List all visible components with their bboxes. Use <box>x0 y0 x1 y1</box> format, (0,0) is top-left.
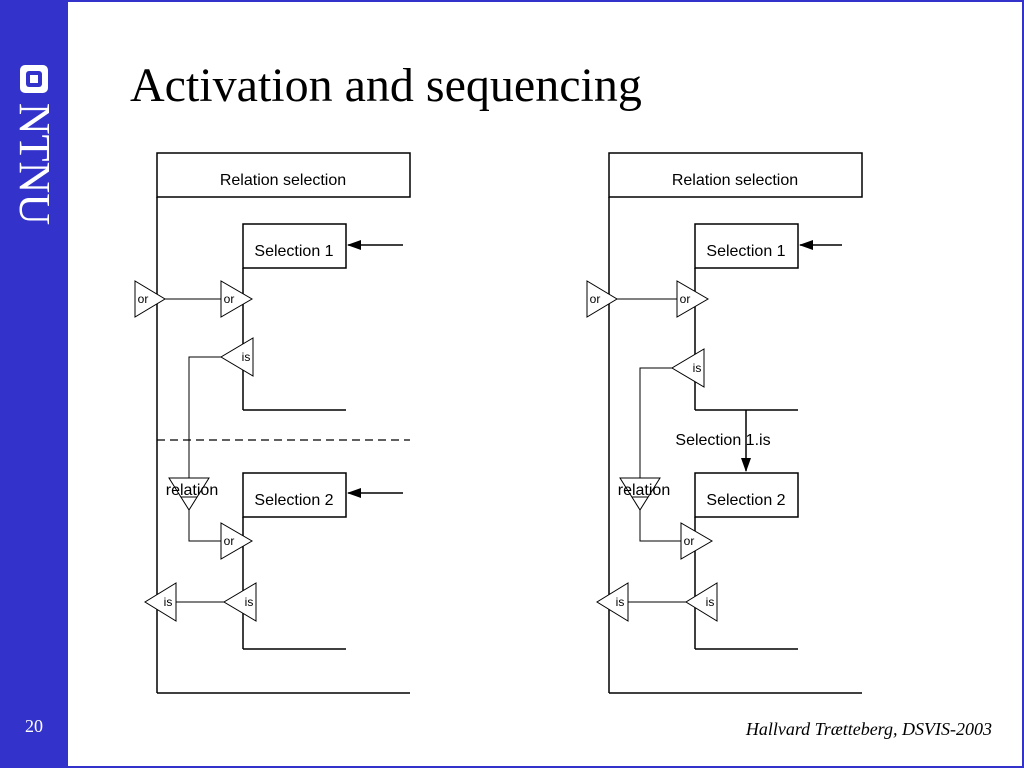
right-is-gate-outer <box>596 582 629 622</box>
left-is-gate-sel2 <box>223 582 257 622</box>
right-container-header <box>608 152 863 198</box>
frame-top <box>68 0 1024 2</box>
left-or-label-outer: or <box>138 292 149 306</box>
right-transition-label: Selection 1.is <box>675 432 770 449</box>
slide-title: Activation and sequencing <box>130 59 642 112</box>
left-or-gate-outer <box>134 280 166 318</box>
left-is-label-outer: is <box>164 595 173 609</box>
right-or-gate-sel2 <box>680 522 713 560</box>
footer-credit: Hallvard Trætteberg, DSVIS-2003 <box>745 719 992 739</box>
left-diagram: Relation selection Selection 1 or or is … <box>134 152 411 694</box>
left-is-label-sel2: is <box>245 595 254 609</box>
left-is-gate-outer <box>144 582 177 622</box>
right-is-gate-sel2 <box>685 582 718 622</box>
right-selection2-header <box>694 472 799 518</box>
right-is-label-sel2: is <box>706 595 715 609</box>
sidebar: NTNU 20 <box>0 0 68 768</box>
right-relation-triangle <box>619 477 661 511</box>
right-or-label-sel2: or <box>684 534 695 548</box>
left-selection2-label: Selection 2 <box>254 492 333 509</box>
right-or-label-sel1: or <box>680 292 691 306</box>
left-or-label-sel1: or <box>224 292 235 306</box>
right-selection1-header <box>694 223 799 269</box>
page-number: 20 <box>25 716 43 736</box>
right-selection2-label: Selection 2 <box>706 492 785 509</box>
left-is-gate-sel1 <box>220 337 254 377</box>
right-diagram: Relation selection Selection 1 Selection… <box>586 152 863 694</box>
left-or-gate-sel2 <box>220 522 253 560</box>
right-container-label: Relation selection <box>672 172 798 189</box>
left-container-header <box>156 152 411 198</box>
right-is-label-outer: is <box>616 595 625 609</box>
right-selection1-label: Selection 1 <box>706 243 785 260</box>
left-selection1-label: Selection 1 <box>254 243 333 260</box>
frame-right <box>1022 0 1024 768</box>
left-container-label: Relation selection <box>220 172 346 189</box>
right-is-gate-sel1 <box>671 348 705 388</box>
ntnu-logo-icon <box>20 65 48 93</box>
left-or-label-sel2: or <box>224 534 235 548</box>
right-or-gate-outer <box>586 280 618 318</box>
left-relation-triangle <box>168 477 210 511</box>
left-selection1-header <box>242 223 347 269</box>
left-is-label-sel1: is <box>242 350 251 364</box>
left-selection2-header <box>242 472 347 518</box>
frame-bottom <box>68 766 1024 768</box>
right-or-label-outer: or <box>590 292 601 306</box>
left-or-gate-sel1 <box>220 280 253 318</box>
right-is-label-sel1: is <box>693 361 702 375</box>
left-relation-label: relation <box>166 482 218 499</box>
right-or-gate-sel1 <box>676 280 709 318</box>
right-relation-label: relation <box>618 482 670 499</box>
